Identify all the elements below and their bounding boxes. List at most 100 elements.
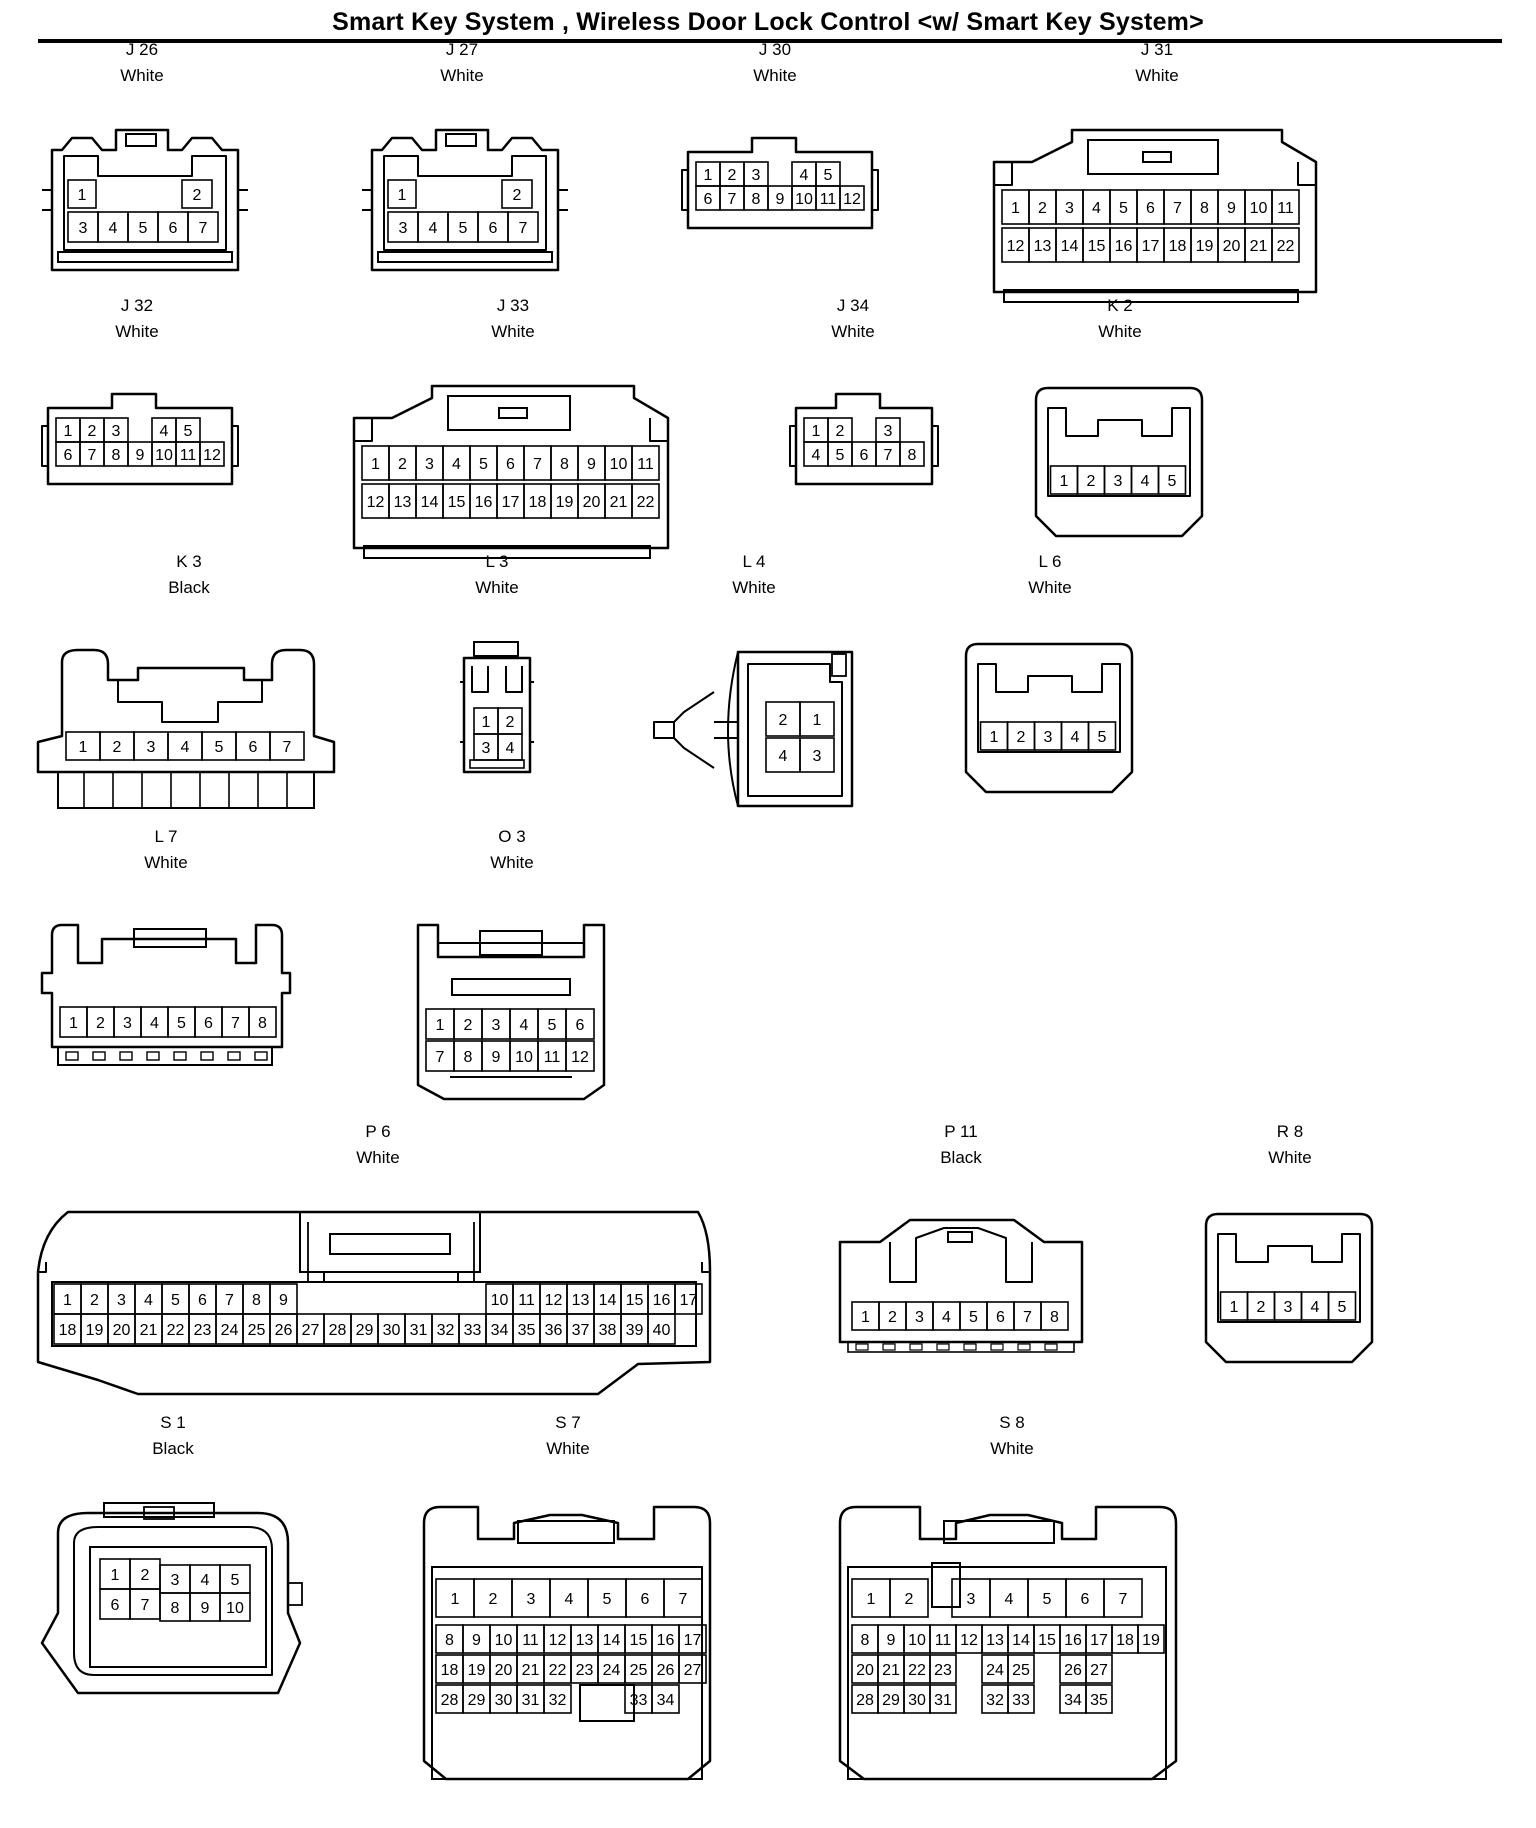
pin-label: 2 [96, 1015, 105, 1032]
pin-label: 16 [653, 1292, 671, 1309]
pin-label: 1 [704, 167, 713, 184]
connector-code: O 3 [498, 827, 526, 846]
pin-label: 18 [1169, 238, 1187, 255]
pin-label: 7 [884, 447, 893, 464]
pin-label: 1 [861, 1309, 870, 1326]
pin-label: 2 [193, 187, 202, 204]
pin-label: 3 [171, 1572, 180, 1589]
pin-label: 1 [812, 423, 821, 440]
pin-label: 27 [302, 1322, 320, 1339]
pin-label: 34 [491, 1322, 509, 1339]
connector-code: K 2 [1107, 296, 1133, 315]
pin-label: 1 [813, 712, 822, 729]
pin-label: 16 [1115, 238, 1133, 255]
pin-label: 22 [167, 1322, 185, 1339]
pin-label: 21 [522, 1662, 540, 1679]
pin-label: 18 [441, 1662, 459, 1679]
pin-label: 9 [472, 1632, 481, 1649]
pin-label: 5 [215, 739, 224, 756]
pin-label: 13 [576, 1632, 594, 1649]
pin-label: 4 [800, 167, 809, 184]
pin-label: 31 [934, 1692, 952, 1709]
pin-label: 15 [630, 1632, 648, 1649]
pin-label: 8 [464, 1049, 473, 1066]
pin-label: 4 [109, 220, 118, 237]
pin-label: 33 [1012, 1692, 1030, 1709]
pin-label: 12 [960, 1632, 978, 1649]
pin-label: 9 [776, 191, 785, 208]
pin-label: 1 [451, 1591, 460, 1608]
pin-label: 33 [464, 1322, 482, 1339]
pin-label: 1 [371, 456, 380, 473]
pin-label: 3 [482, 740, 491, 757]
connector-color: White [1028, 578, 1072, 597]
pin-label: 22 [908, 1662, 926, 1679]
pin-label: 6 [204, 1015, 213, 1032]
pin-label: 3 [425, 456, 434, 473]
pin-label: 7 [519, 220, 528, 237]
pin-label: 9 [887, 1632, 896, 1649]
pin-label: 24 [986, 1662, 1004, 1679]
connector-color: White [144, 853, 188, 872]
pin-label: 2 [836, 423, 845, 440]
pin-label: 5 [603, 1591, 612, 1608]
pin-label: 4 [160, 423, 169, 440]
pin-label: 2 [888, 1309, 897, 1326]
pin-label: 29 [356, 1322, 374, 1339]
pin-label: 15 [626, 1292, 644, 1309]
connector-color: White [546, 1439, 590, 1458]
pin-label: 8 [560, 456, 569, 473]
pin-label: 3 [79, 220, 88, 237]
connector-code: K 3 [176, 552, 202, 571]
pin-label: 4 [942, 1309, 951, 1326]
pin-label: 28 [856, 1692, 874, 1709]
pin-label: 29 [882, 1692, 900, 1709]
pin-label: 33 [630, 1692, 648, 1709]
connector-color: White [1268, 1148, 1312, 1167]
pin-label: 8 [171, 1600, 180, 1617]
pin-label: 3 [915, 1309, 924, 1326]
connector-color: White [356, 1148, 400, 1167]
pin-label: 20 [856, 1662, 874, 1679]
pin-label: 12 [571, 1049, 589, 1066]
pin-label: 1 [64, 423, 73, 440]
pin-label: 14 [1012, 1632, 1030, 1649]
pin-label: 3 [884, 423, 893, 440]
connector-code: P 6 [365, 1122, 391, 1141]
pin-label: 21 [140, 1322, 158, 1339]
connector-code: S 8 [999, 1413, 1025, 1432]
pin-label: 2 [506, 714, 515, 731]
pin-label: 3 [967, 1591, 976, 1608]
pin-label: 18 [1116, 1632, 1134, 1649]
pin-label: 26 [275, 1322, 293, 1339]
pin-label: 8 [861, 1632, 870, 1649]
connector-color: White [732, 578, 776, 597]
pin-label: 17 [684, 1632, 702, 1649]
pin-label: 6 [860, 447, 869, 464]
pin-label: 23 [934, 1662, 952, 1679]
pin-label: 16 [1064, 1632, 1082, 1649]
pin-label: 8 [258, 1015, 267, 1032]
pin-label: 17 [1090, 1632, 1108, 1649]
pin-label: 8 [445, 1632, 454, 1649]
pin-label: 4 [429, 220, 438, 237]
pin-label: 11 [522, 1632, 539, 1649]
pin-label: 3 [813, 748, 822, 765]
pin-label: 13 [1034, 238, 1052, 255]
pin-label: 4 [1005, 1591, 1014, 1608]
pin-label: 11 [518, 1292, 535, 1309]
pin-label: 10 [515, 1049, 533, 1066]
pin-label: 26 [657, 1662, 675, 1679]
